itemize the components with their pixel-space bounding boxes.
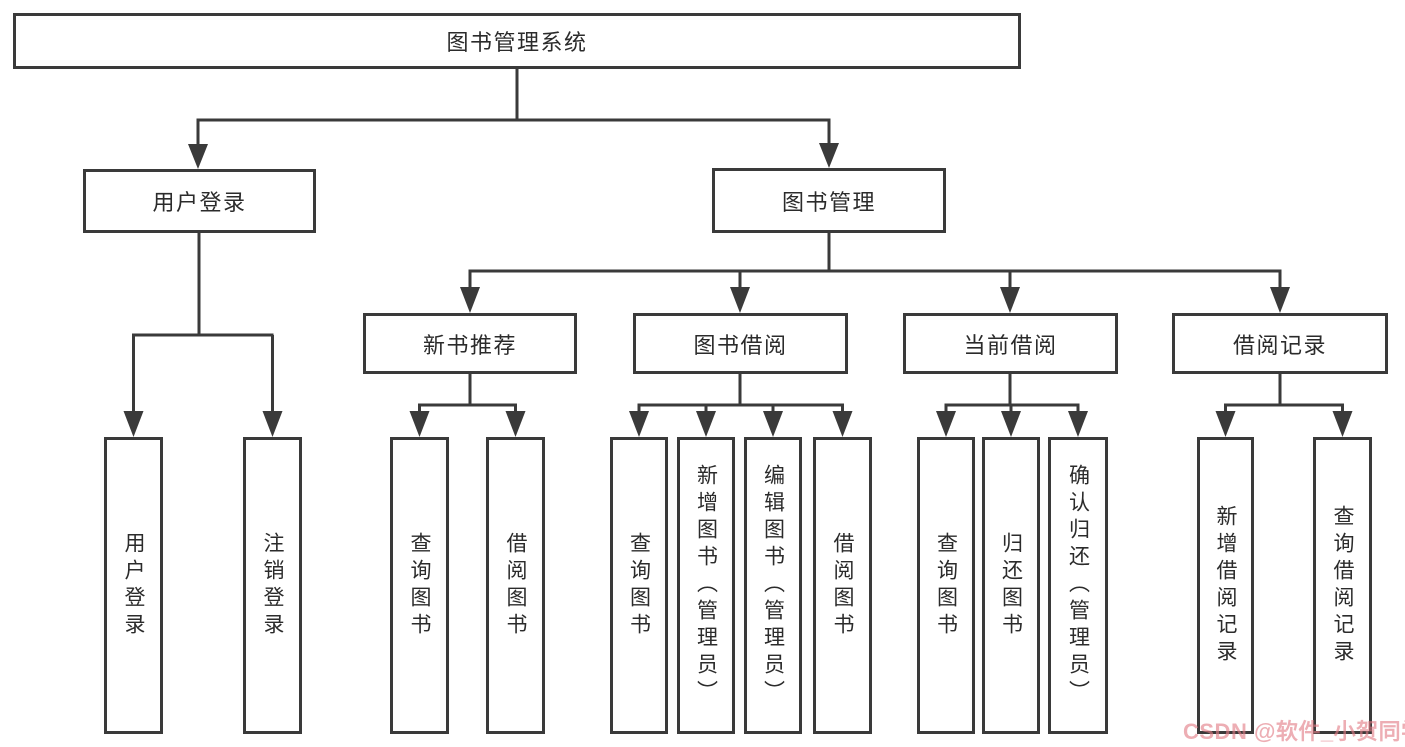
node-leaf-query-book-3: 查询图书 (917, 437, 975, 734)
node-label: 用户登录 (122, 531, 145, 640)
node-leaf-query-book-1: 查询图书 (390, 437, 449, 734)
node-leaf-logout: 注销登录 (243, 437, 302, 734)
node-book-borrow: 图书借阅 (633, 313, 848, 374)
node-user-login: 用户登录 (83, 169, 316, 233)
node-label: 图书管理系统 (446, 30, 588, 55)
node-label: 查询图书 (408, 531, 431, 640)
node-label: 编辑图书（管理员） (761, 464, 785, 707)
node-label: 归还图书 (999, 531, 1023, 640)
edge-new-book-rec-to-leaves (409, 373, 526, 437)
node-label: 当前借阅 (963, 332, 1058, 358)
edge-root-to-children (188, 69, 839, 169)
node-leaf-edit-book-admin: 编辑图书（管理员） (744, 437, 802, 734)
node-label: 图书借阅 (693, 332, 788, 358)
node-leaf-user-login: 用户登录 (104, 437, 163, 734)
node-label: 查询图书 (627, 531, 651, 640)
edge-book-mgmt-to-children (460, 232, 1290, 313)
node-label: 借阅图书 (504, 531, 527, 640)
node-leaf-confirm-return-admin: 确认归还（管理员） (1048, 437, 1108, 734)
node-label: 新增借阅记录 (1214, 504, 1237, 667)
node-label: 注销登录 (261, 531, 284, 640)
node-label: 借阅记录 (1232, 332, 1327, 358)
node-book-management: 图书管理 (712, 168, 946, 233)
node-leaf-query-book-2: 查询图书 (610, 437, 668, 734)
node-label: 图书管理 (781, 189, 876, 215)
node-new-book-recommend: 新书推荐 (363, 313, 577, 374)
edge-book-borrow-to-leaves (629, 373, 853, 437)
edge-user-login-to-leaves (123, 232, 283, 437)
node-leaf-borrow-book-2: 借阅图书 (813, 437, 872, 734)
node-leaf-borrow-book-1: 借阅图书 (486, 437, 545, 734)
node-leaf-add-book-admin: 新增图书（管理员） (677, 437, 735, 734)
node-leaf-return-book: 归还图书 (982, 437, 1040, 734)
csdn-watermark: CSDN @软件_小贺同学 (1183, 719, 1405, 744)
node-library-system: 图书管理系统 (13, 13, 1021, 69)
node-label: 查询借阅记录 (1331, 504, 1354, 667)
node-leaf-query-borrow-record: 查询借阅记录 (1313, 437, 1372, 734)
edge-current-borrow-to-leaves (936, 373, 1088, 437)
node-label: 新书推荐 (422, 332, 517, 358)
node-leaf-add-borrow-record: 新增借阅记录 (1197, 437, 1254, 734)
edge-borrow-record-to-leaves (1215, 373, 1353, 437)
node-label: 新增图书（管理员） (694, 464, 718, 707)
node-label: 查询图书 (934, 531, 958, 640)
node-label: 借阅图书 (831, 531, 854, 640)
node-label: 确认归还（管理员） (1066, 464, 1090, 707)
node-label: 用户登录 (152, 190, 247, 215)
node-current-borrow: 当前借阅 (903, 313, 1118, 374)
node-borrow-record: 借阅记录 (1172, 313, 1388, 374)
